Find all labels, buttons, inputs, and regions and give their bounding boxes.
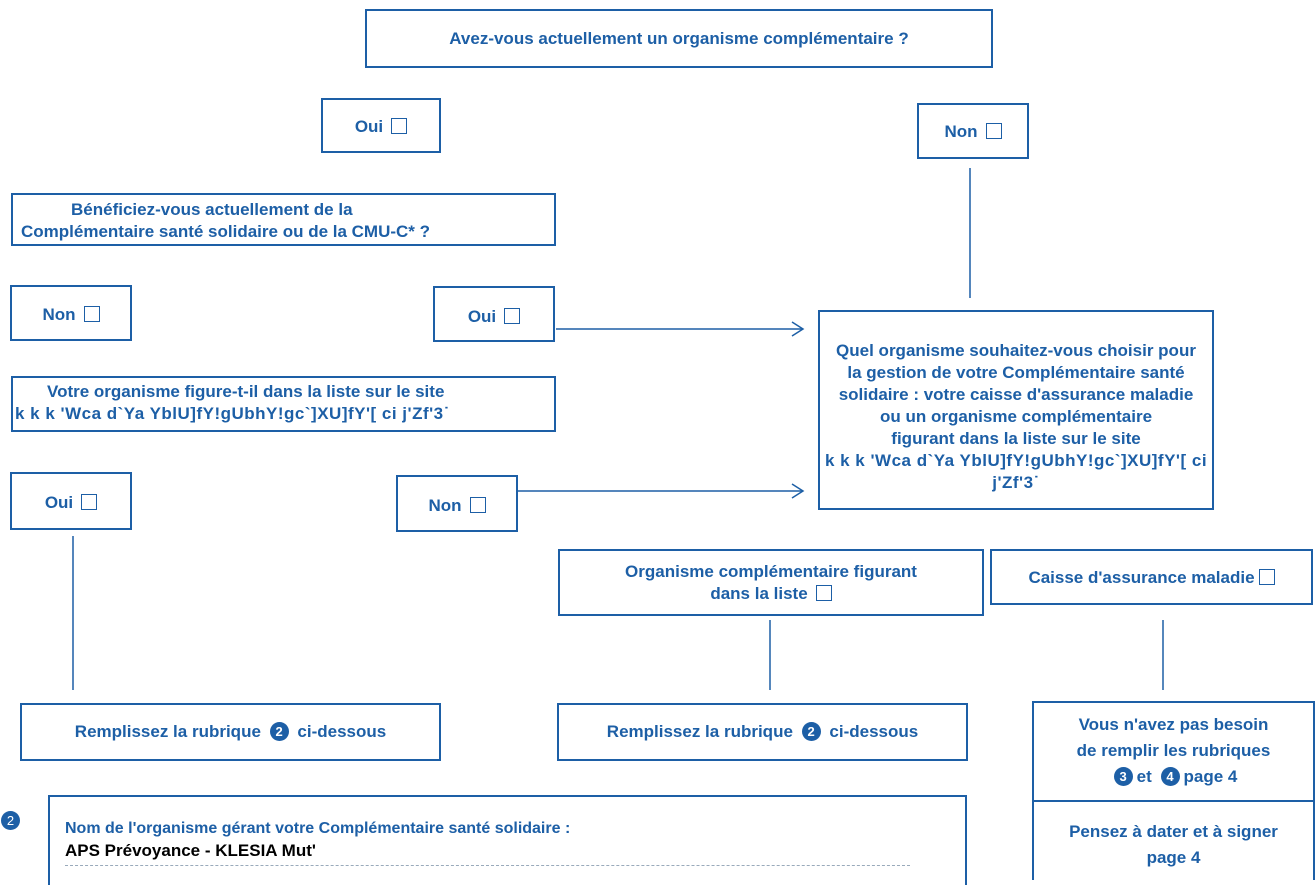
oui-top-option[interactable]: Oui [321,98,441,153]
question-liste-line1: Votre organisme figure-t-il dans la list… [47,382,445,401]
question-choix-line4: ou un organisme complémentaire [879,407,1153,426]
non-liste-label: Non [428,496,462,515]
remplir-mid-suffix: ci-dessous [829,722,919,741]
non-top-checkbox[interactable] [985,123,1002,139]
non-liste-checkbox[interactable] [469,497,486,513]
question-organisme: Avez-vous actuellement un organisme comp… [449,29,909,48]
field-dotted-line [65,865,910,866]
pensez-box: Pensez à dater et à signer page 4 [1032,800,1315,880]
question-liste-box: Votre organisme figure-t-il dans la list… [11,376,556,432]
besoin-et: et [1136,767,1152,786]
rubrique-2-icon: 2 [801,722,821,741]
oui-liste-label: Oui [44,493,74,512]
question-choix-box: Quel organisme souhaitez-vous choisir po… [818,310,1214,510]
question-choix-line3: solidaire : votre caisse d'assurance mal… [838,385,1194,404]
rubrique-4-icon: 4 [1160,767,1180,786]
question-choix-line2: la gestion de votre Complémentaire santé [847,363,1185,382]
oui-cmu-option[interactable]: Oui [433,286,555,342]
rubrique-2-icon: 2 [269,722,289,741]
organisme-complementaire-option[interactable]: Organisme complémentaire figurant dans l… [558,549,984,616]
question-choix-line5: figurant dans la liste sur le site [891,429,1141,448]
oui-top-label: Oui [354,117,384,136]
non-liste-option[interactable]: Non [396,475,518,532]
oui-liste-checkbox[interactable] [81,494,98,510]
caisse-option[interactable]: Caisse d'assurance maladie [990,549,1313,605]
non-top-label: Non [944,122,978,141]
non-cmu-option[interactable]: Non [10,285,132,341]
question-cmu-line1: Bénéficiez-vous actuellement de la [71,200,353,219]
besoin-box: Vous n'avez pas besoin de remplir les ru… [1032,701,1315,802]
question-organisme-box: Avez-vous actuellement un organisme comp… [365,9,993,68]
rubrique-3-icon: 3 [1113,767,1133,786]
pensez-line2: page 4 [1146,848,1201,867]
caisse-checkbox[interactable] [1258,569,1275,585]
section-2-icon: 2 [1,811,20,830]
remplir-left-text: Remplissez la rubrique [74,722,261,741]
question-choix-line1: Quel organisme souhaitez-vous choisir po… [836,341,1196,360]
pensez-line1: Pensez à dater et à signer [1069,822,1278,841]
besoin-line1: Vous n'avez pas besoin [1078,715,1269,734]
oui-liste-option[interactable]: Oui [10,472,132,530]
section-2-box: Nom de l'organisme gérant votre Compléme… [48,795,967,885]
question-liste-url: k k k 'Wca d`Ya YblU]fY!gUbhY!gc`]XU]fY'… [15,404,450,423]
remplir-mid-text: Remplissez la rubrique [606,722,793,741]
oui-cmu-label: Oui [467,307,497,326]
remplir-left-box: Remplissez la rubrique 2 ci-dessous [20,703,441,761]
remplir-mid-box: Remplissez la rubrique 2 ci-dessous [557,703,968,761]
question-cmu-box: Bénéficiez-vous actuellement de la Compl… [11,193,556,246]
organisme-checkbox[interactable] [815,585,832,601]
oui-top-checkbox[interactable] [391,118,408,134]
question-cmu-line2: Complémentaire santé solidaire ou de la … [21,222,431,241]
caisse-label: Caisse d'assurance maladie [1028,568,1255,587]
non-cmu-label: Non [42,305,76,324]
field-label: Nom de l'organisme gérant votre Compléme… [65,820,571,837]
organisme-option-line2: dans la liste [710,584,808,603]
non-top-option[interactable]: Non [917,103,1029,159]
question-choix-url: k k k 'Wca d`Ya YblU]fY!gUbhY!gc`]XU]fY'… [824,451,1208,492]
besoin-page: page 4 [1183,767,1238,786]
non-cmu-checkbox[interactable] [83,306,100,322]
organisme-name-field[interactable]: APS Prévoyance - KLESIA Mut' [65,841,316,860]
besoin-line2: de remplir les rubriques [1076,741,1271,760]
oui-cmu-checkbox[interactable] [504,308,521,324]
remplir-left-suffix: ci-dessous [297,722,387,741]
organisme-option-line1: Organisme complémentaire figurant [625,562,917,581]
